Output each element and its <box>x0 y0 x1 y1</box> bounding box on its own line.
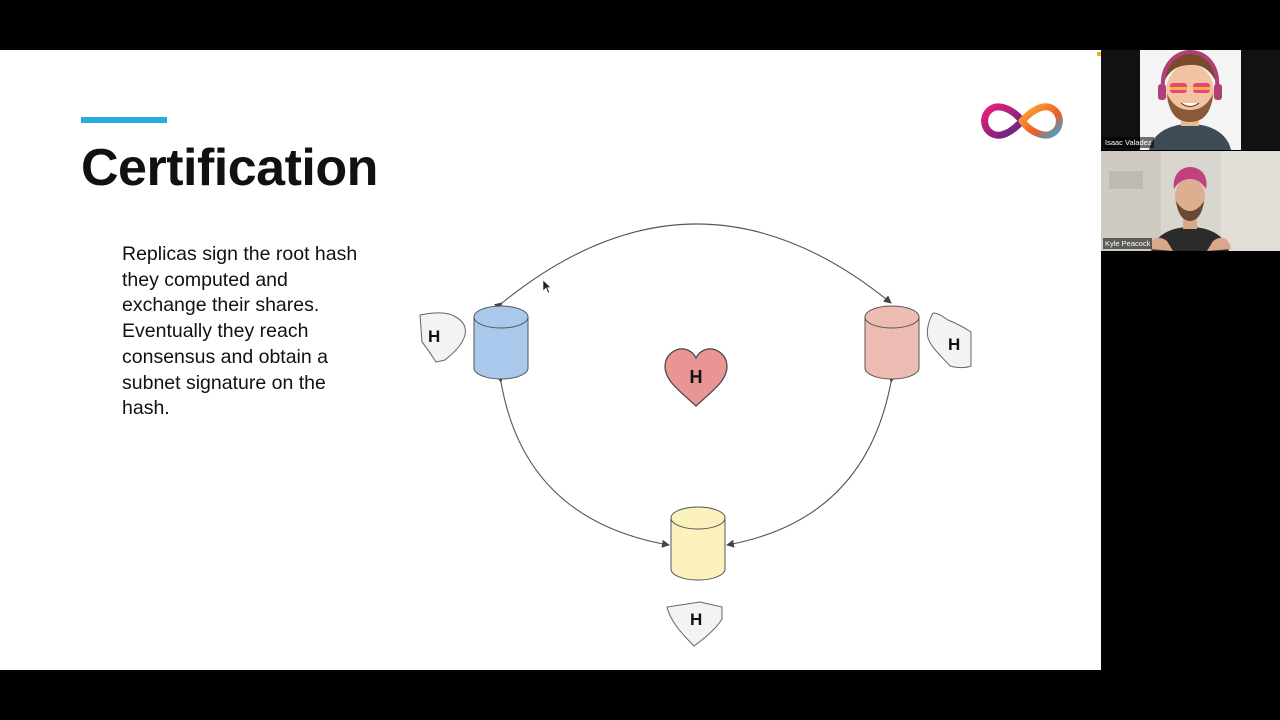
root-hash-label: H <box>690 367 703 387</box>
slide-title: Certification <box>81 139 378 197</box>
arc-left <box>495 374 670 548</box>
video-participants-panel: Isaac Valadez Kyle Peacock <box>1101 50 1280 670</box>
participant-name-label: Isaac Valadez <box>1103 137 1154 148</box>
webcam-video-kyle <box>1101 151 1280 251</box>
presentation-slide: Certification Replicas sign the root has… <box>0 50 1101 670</box>
title-accent-bar <box>81 117 167 123</box>
replica-right-cylinder-icon <box>864 305 920 380</box>
signature-share-right-label: H <box>948 335 960 354</box>
slide-body-text: Replicas sign the root hash they compute… <box>122 243 358 420</box>
avatar-isaac <box>1101 50 1280 150</box>
arc-right <box>726 374 897 548</box>
signature-share-bottom-icon <box>666 601 723 647</box>
mouse-cursor-icon <box>543 280 552 294</box>
replica-left-cylinder-icon <box>473 305 529 380</box>
arc-top <box>494 223 892 311</box>
recording-indicator-icon <box>1097 52 1101 56</box>
signature-share-left-icon <box>419 312 466 363</box>
signature-share-left-label: H <box>428 327 440 346</box>
root-hash-heart-icon <box>664 348 728 407</box>
participant-tile-isaac[interactable]: Isaac Valadez <box>1101 50 1280 150</box>
signature-share-bottom-label: H <box>690 610 702 629</box>
replica-bottom-cylinder-icon <box>670 506 726 581</box>
signature-share-right-icon <box>926 312 972 368</box>
replica-diagram: H H H H <box>419 223 972 647</box>
participant-name-label: Kyle Peacock <box>1103 238 1153 249</box>
dfinity-logo-icon <box>981 103 1063 139</box>
participant-tile-kyle[interactable]: Kyle Peacock <box>1101 151 1280 251</box>
